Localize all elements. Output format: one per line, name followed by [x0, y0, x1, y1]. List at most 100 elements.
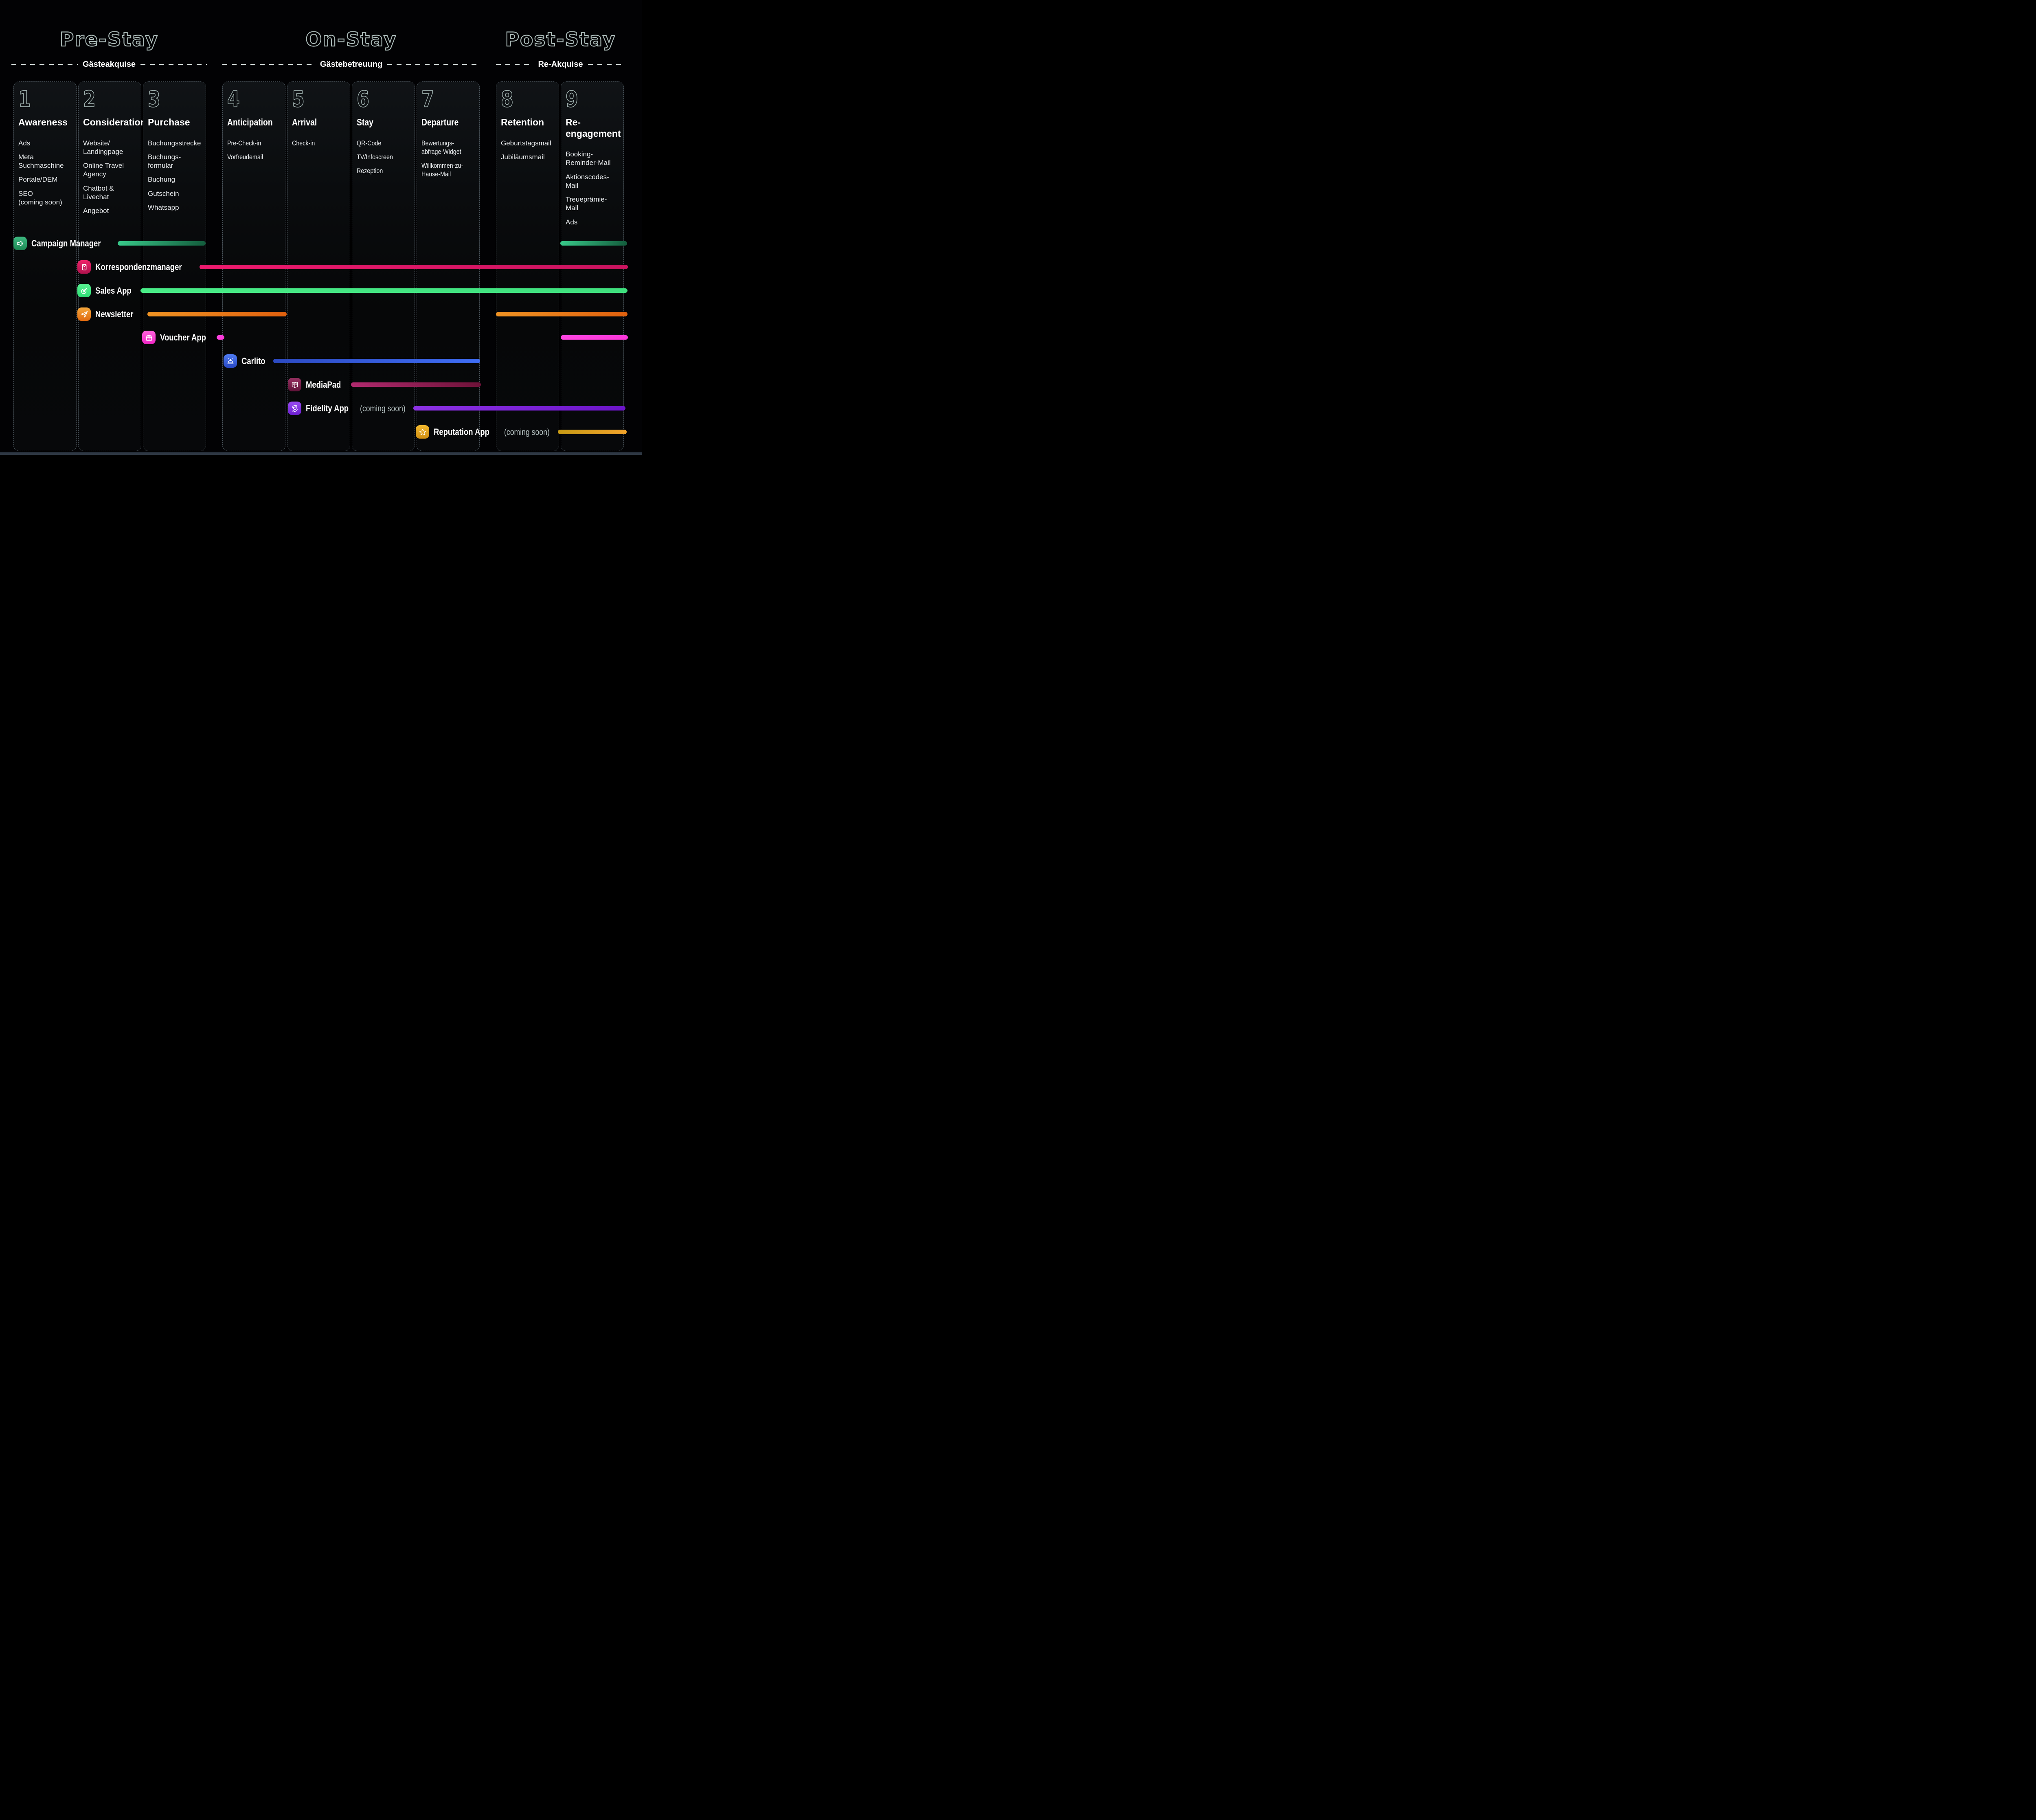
app-row-carlito: Carlito [0, 354, 642, 368]
app-label: MediaPad [306, 380, 341, 390]
paper-plane-icon [77, 307, 91, 321]
app-row-voucher-app: Voucher App [0, 331, 642, 344]
phase-row-pre-stay: Gästeakquise [11, 59, 207, 69]
stage-items: Ads Meta Suchmaschine Portale/DEM SEO (c… [18, 139, 72, 207]
app-label: Newsletter [95, 309, 134, 319]
stage-item: Buchungs- formular [148, 153, 181, 170]
gift-icon [142, 331, 156, 344]
stage-title: Stay [357, 117, 373, 127]
app-row-newsletter: Newsletter [0, 307, 642, 321]
stage-title: Purchase [148, 117, 190, 127]
timeline-bar-fidelity-app [413, 406, 625, 411]
app-row-korrespondenzmanager: Korrespondenzmanager [0, 260, 642, 274]
dashed-line [222, 64, 315, 65]
timeline-bar-korrespondenzmanager [200, 265, 628, 269]
stage-number: 8 [500, 86, 513, 112]
timeline-bar-newsletter-1 [147, 312, 287, 316]
stage-number: 9 [565, 86, 578, 112]
group-title-on-stay: On-Stay [305, 28, 397, 51]
stage-title: Departure [421, 117, 459, 127]
stage-item: Buchungsstrecke [148, 139, 201, 147]
group-post-stay: Post-Stay Re-Akquise [496, 0, 625, 73]
app-label: Carlito [241, 356, 265, 366]
stage-item: Gutschein [148, 189, 179, 198]
stage-title: Re- engagement [566, 117, 621, 139]
app-row-reputation-app: Reputation App (coming soon) [0, 425, 642, 439]
stage-item: Whatsapp [148, 203, 179, 211]
stage-number: 6 [356, 86, 369, 112]
timeline-bar-reputation-app [558, 430, 627, 434]
stage-item: Treueprämie- Mail [566, 195, 607, 212]
app-row-mediapad: MediaPad [0, 378, 642, 391]
stage-number: 3 [147, 86, 160, 112]
megaphone-icon [13, 237, 27, 250]
stage-title: Consideration [83, 117, 146, 127]
dashed-line [11, 64, 78, 65]
timeline-bar-carlito [273, 359, 480, 363]
stage-title: Awareness [18, 117, 68, 127]
stage-item: Vorfreudemail [227, 153, 263, 161]
mail-icon [77, 260, 91, 274]
phase-label-gaestebetreuung: Gästebetreuung [320, 59, 383, 69]
app-label: Fidelity App [306, 403, 349, 413]
stage-title: Anticipation [227, 117, 273, 127]
stage-item: QR-Code [357, 139, 382, 147]
app-row-sales-app: Sales App [0, 284, 642, 297]
stage-number: 1 [18, 86, 31, 112]
stage-items: Bewertungs- abfrage-Widget Willkommen-zu… [421, 139, 475, 179]
group-title-pre-stay: Pre-Stay [59, 28, 159, 51]
bottom-edge [0, 452, 642, 455]
stage-title: Retention [501, 117, 544, 127]
stage-items: Booking- Reminder-Mail Aktionscodes- Mai… [566, 150, 619, 226]
coming-soon-label: (coming soon) [504, 428, 550, 437]
timeline-bar-voucher-app-1 [217, 335, 224, 340]
timeline-bar-newsletter-2 [496, 312, 627, 316]
stage-item: Geburtstagsmail [501, 139, 551, 147]
stage-item: Rezeption [357, 167, 383, 175]
phase-row-on-stay: Gästebetreuung [222, 59, 480, 69]
stage-items: Geburtstagsmail Jubiläumsmail [501, 139, 554, 162]
timeline-bar-campaign-manager-1 [118, 241, 206, 246]
stage-item: Bewertungs- abfrage-Widget [421, 139, 461, 156]
coming-soon-label: (coming soon) [360, 404, 406, 413]
book-icon [288, 378, 301, 391]
stage-card-purchase: 3 Purchase Buchungsstrecke Buchungs- for… [143, 81, 206, 451]
stage-item: Check-in [292, 139, 315, 147]
star-icon [416, 425, 429, 439]
stage-item: Angebot [83, 207, 109, 215]
stage-item: Jubiläumsmail [501, 153, 545, 161]
group-pre-stay: Pre-Stay Gästeakquise [11, 0, 207, 73]
timeline-bar-sales-app [140, 288, 627, 293]
stage-items: Check-in [292, 139, 345, 147]
dashed-line [496, 64, 533, 65]
bell-icon [224, 354, 237, 368]
stage-card-awareness: 1 Awareness Ads Meta Suchmaschine Portal… [13, 81, 77, 451]
stage-item: Online Travel Agency [83, 162, 124, 178]
stage-number: 7 [421, 86, 434, 112]
dashed-line [588, 64, 625, 65]
stage-number: 4 [227, 86, 240, 112]
stage-item: Meta Suchmaschine [18, 153, 64, 170]
app-label: Campaign Manager [31, 238, 101, 248]
app-label: Voucher App [160, 332, 206, 342]
stage-item: Booking- Reminder-Mail [566, 150, 611, 167]
group-title-post-stay: Post-Stay [505, 28, 616, 51]
stage-number: 5 [292, 86, 305, 112]
app-label: Korrespondenzmanager [95, 262, 182, 272]
target-icon [77, 284, 91, 297]
stage-number: 2 [83, 86, 96, 112]
timeline-bar-campaign-manager-2 [560, 241, 627, 246]
stage-item: TV/Infoscreen [357, 153, 393, 161]
dashed-line [140, 64, 207, 65]
app-label: Reputation App [434, 427, 489, 437]
stage-item: Portale/DEM [18, 176, 58, 184]
stage-title: Arrival [292, 117, 317, 127]
phase-row-re-akquise: Re-Akquise [496, 59, 625, 69]
phase-label-gaesteakquise: Gästeakquise [82, 59, 136, 69]
stage-item: SEO (coming soon) [18, 189, 62, 206]
stage-item: Chatbot & Livechat [83, 184, 114, 201]
app-row-fidelity-app: Fidelity App (coming soon) [0, 402, 642, 415]
stage-item: Ads [566, 218, 578, 226]
group-on-stay: On-Stay Gästebetreuung [222, 0, 480, 73]
guest-journey-map: Pre-Stay Gästeakquise On-Stay Gästebetre… [0, 0, 642, 455]
